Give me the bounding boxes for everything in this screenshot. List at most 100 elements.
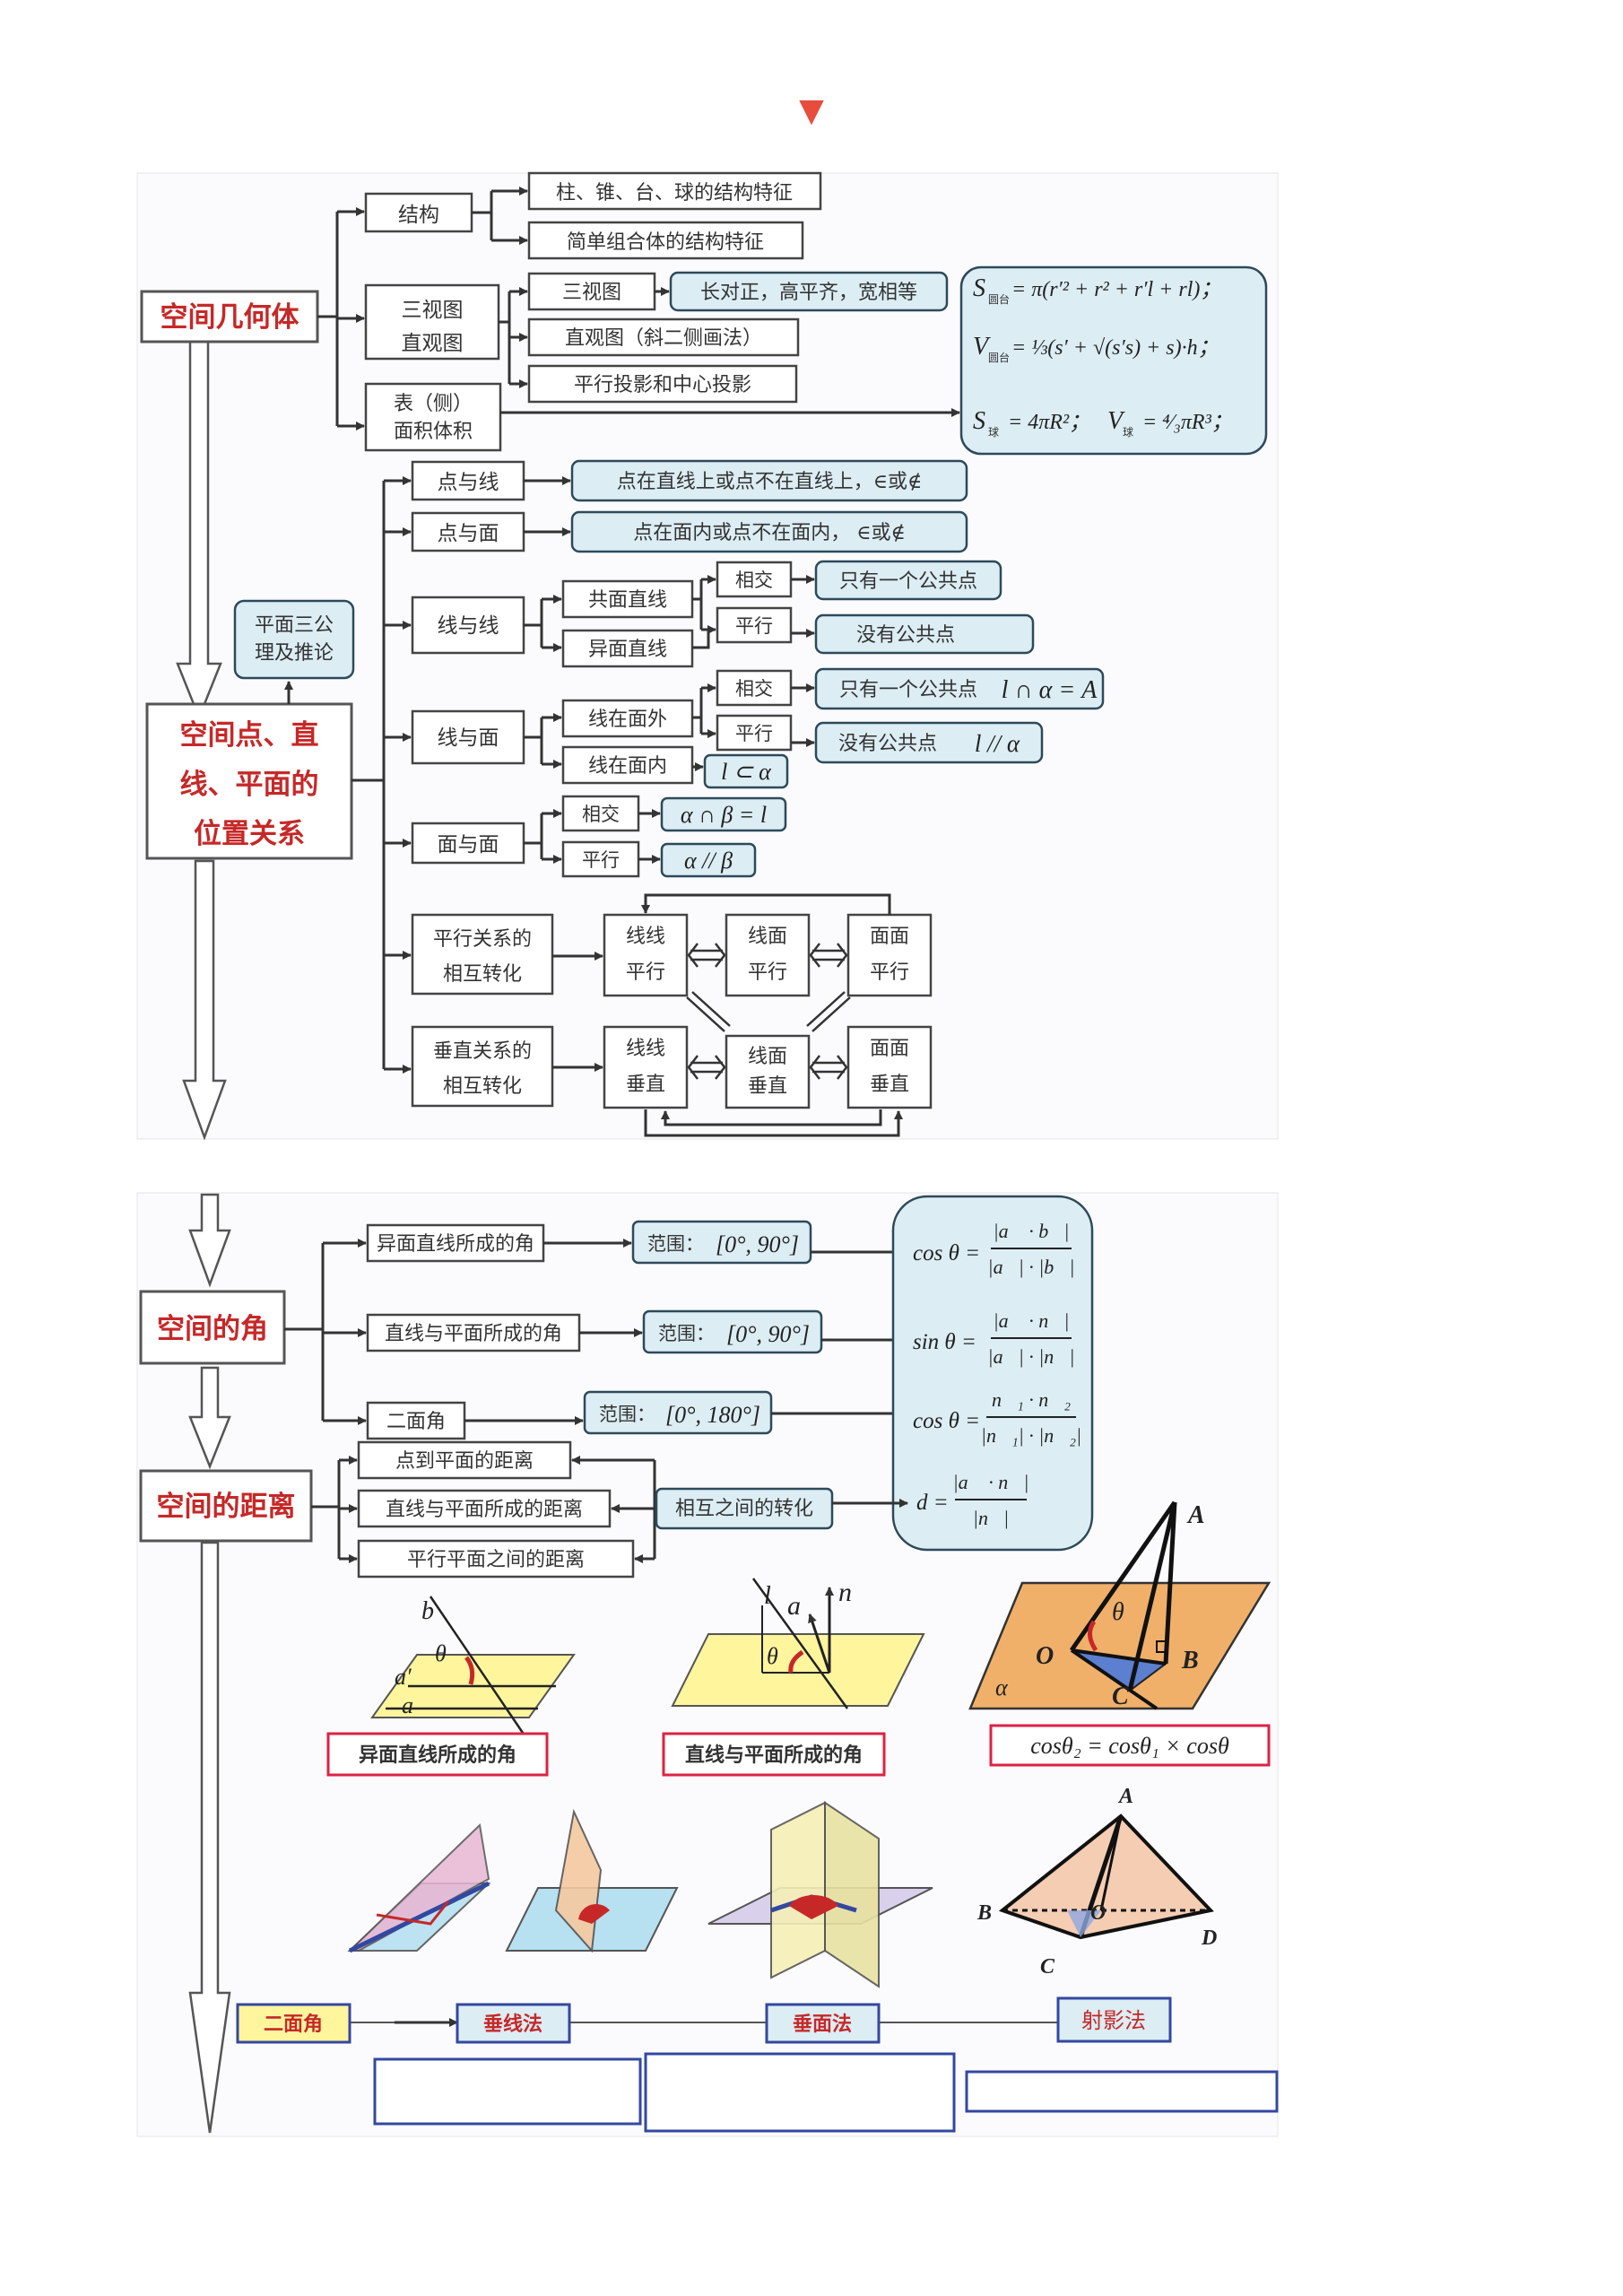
lp-intersect-label: 相交 (735, 678, 773, 700)
structure-label: 结构 (398, 204, 439, 227)
pp-parallel-label: 平行 (582, 849, 620, 871)
plane-plane-label: 面与面 (438, 833, 499, 857)
pp-intersect-label: 相交 (582, 804, 620, 825)
coplanar-label: 共面直线 (588, 589, 667, 612)
parallel-chain: 线线 平行 线面 平行 面面 平行 (603, 893, 933, 1032)
surface-label-1: 表（侧） (394, 393, 473, 415)
fig2-caption-box (662, 1732, 886, 1777)
skew-label: 异面直线 (588, 639, 667, 661)
skew-angle-figure: b θ a′ a (370, 1596, 576, 1736)
svg-text:垂直: 垂直 (870, 1074, 909, 1096)
svg-text:C: C (1112, 1683, 1129, 1710)
svg-text:l: l (764, 1582, 771, 1610)
perp-transform-1: 垂直关系的 (433, 1040, 532, 1063)
svg-text:|a⃗ · b⃗|: |a⃗ · b⃗| (994, 1220, 1070, 1242)
down-marker-icon: ▼ (799, 92, 824, 129)
svg-text:线面: 线面 (748, 926, 787, 948)
svg-text:|a⃗ · n⃗|: |a⃗ · n⃗| (994, 1309, 1070, 1332)
one-common-formula: l ∩ α = A (1002, 676, 1098, 704)
svg-text:|a⃗| · |n⃗|: |a⃗| · |n⃗| (988, 1345, 1075, 1368)
lp-parallel-box (716, 714, 793, 752)
inside-box (561, 745, 694, 785)
svg-text:cos θ =: cos θ = (913, 1241, 980, 1265)
range-label-2: 范围： (658, 1323, 715, 1344)
dihedral-figure-1 (347, 1822, 491, 1953)
svg-text:O: O (1036, 1642, 1054, 1670)
structure-box (364, 192, 473, 233)
svg-text:α: α (995, 1674, 1009, 1700)
root-solid-geometry-box (140, 290, 319, 344)
pp-parallel-formula-box (660, 842, 757, 878)
range-value-3: [0°, 180°] (665, 1402, 760, 1428)
panel-geometry-overview: 空间几何体 结构 柱、锥、台、球的结构特征 简单组合体的结构特征 三视图 直观图… (136, 171, 1279, 1141)
svg-text:= π(r′² + r² + r′l + rl)；: = π(r′² + r² + r′l + rl)； (1011, 278, 1221, 301)
svg-text:B: B (1181, 1647, 1199, 1674)
oblique-view-box (527, 317, 800, 357)
angle-formula-box (891, 1195, 1094, 1552)
method-dihedral: 二面角 (264, 2013, 323, 2036)
dihedral-label: 二面角 (386, 1411, 446, 1433)
outside-box (561, 699, 694, 738)
svg-text:平行: 平行 (870, 961, 909, 984)
formula-line-plane-angle: sin θ = |a⃗ · n⃗| |a⃗| · |n⃗| (913, 1309, 1074, 1368)
svg-text:θ: θ (435, 1640, 447, 1666)
structure-item-1 (527, 171, 822, 211)
root-position-relation-box (145, 702, 353, 860)
one-common-label-2: 只有一个公共点 (839, 679, 977, 701)
formula-frustum-volume: V 圆台 = ⅓(s′ + √(s′s) + s)·h； (973, 333, 1219, 364)
range-box-2 (642, 1309, 823, 1354)
inside-formula: l ⊂ α (721, 759, 772, 785)
convert-label: 相互之间的转化 (675, 1498, 813, 1520)
views-box (364, 283, 500, 361)
svg-text:球: 球 (988, 426, 999, 439)
point-plane-label: 点与面 (438, 522, 499, 545)
inside-formula-box (703, 753, 789, 789)
svg-text:面面: 面面 (870, 1038, 909, 1060)
surface-volume-box (364, 382, 502, 452)
axioms-line-2: 理及推论 (255, 642, 334, 665)
svg-text:|a⃗| · |b⃗|: |a⃗| · |b⃗| (988, 1256, 1075, 1278)
formula-box (959, 265, 1268, 456)
svg-text:|a⃗ · n⃗|: |a⃗ · n⃗| (953, 1471, 1029, 1493)
svg-text:cos θ =: cos θ = (913, 1409, 980, 1433)
lp-parallel-label: 平行 (735, 723, 773, 744)
svg-text:线线: 线线 (626, 1038, 665, 1060)
range-value-2: [0°, 90°] (726, 1321, 810, 1347)
svg-text:A: A (1117, 1785, 1133, 1808)
axioms-box (233, 599, 355, 680)
svg-text:B: B (976, 1901, 992, 1925)
line-plane-angle-box (366, 1313, 581, 1352)
svg-text:a⃗: a⃗ (787, 1591, 821, 1621)
projection-box (527, 364, 798, 404)
panel-angles-distances: 空间的角 异面直线所成的角 直线与平面所成的角 二面角 范围： [0°, 90°… (136, 1192, 1279, 2137)
one-common-box-2 (814, 667, 1105, 710)
no-common-label-2: 没有公共点 (838, 733, 937, 755)
fig1-caption-box (326, 1732, 549, 1777)
svg-text:V: V (973, 333, 991, 361)
point-line-desc-box (570, 459, 968, 502)
svg-text:V: V (1107, 407, 1125, 435)
outside-label: 线在面外 (588, 709, 667, 731)
ll-intersect-label: 相交 (735, 570, 773, 591)
angles-box (139, 1290, 286, 1365)
distances-box (139, 1469, 313, 1543)
point-line-label: 点与线 (438, 471, 499, 494)
flow-arrow-icon (188, 1193, 231, 2134)
range-label-1: 范围： (647, 1233, 704, 1255)
svg-text:圆台: 圆台 (988, 351, 1010, 364)
pyramid-figure: A B C D O (976, 1785, 1217, 1979)
convert-box (655, 1487, 834, 1530)
oblique-view-label: 直观图（斜二侧画法） (565, 327, 762, 350)
structure-item-2-label: 简单组合体的结构特征 (567, 231, 764, 254)
formula-dihedral: cos θ = n⃗₁ · n⃗₂ |n⃗₁| · |n⃗₂| (913, 1388, 1081, 1447)
line-plane-angle-label: 直线与平面所成的角 (385, 1323, 562, 1345)
line-line-box (411, 596, 525, 655)
dihedral-figure-2 (505, 1808, 679, 1953)
point-plane-desc: 点在面内或点不在面内， ∈或∉ (633, 522, 906, 544)
ll-parallel-label: 平行 (735, 615, 773, 637)
point-line-desc: 点在直线上或点不在直线上，∈或∉ (617, 471, 923, 493)
svg-text:b: b (421, 1597, 434, 1625)
structure-item-1-label: 柱、锥、台、球的结构特征 (556, 182, 793, 204)
perp-transform-box (411, 1025, 554, 1108)
svg-text:a: a (402, 1692, 413, 1718)
